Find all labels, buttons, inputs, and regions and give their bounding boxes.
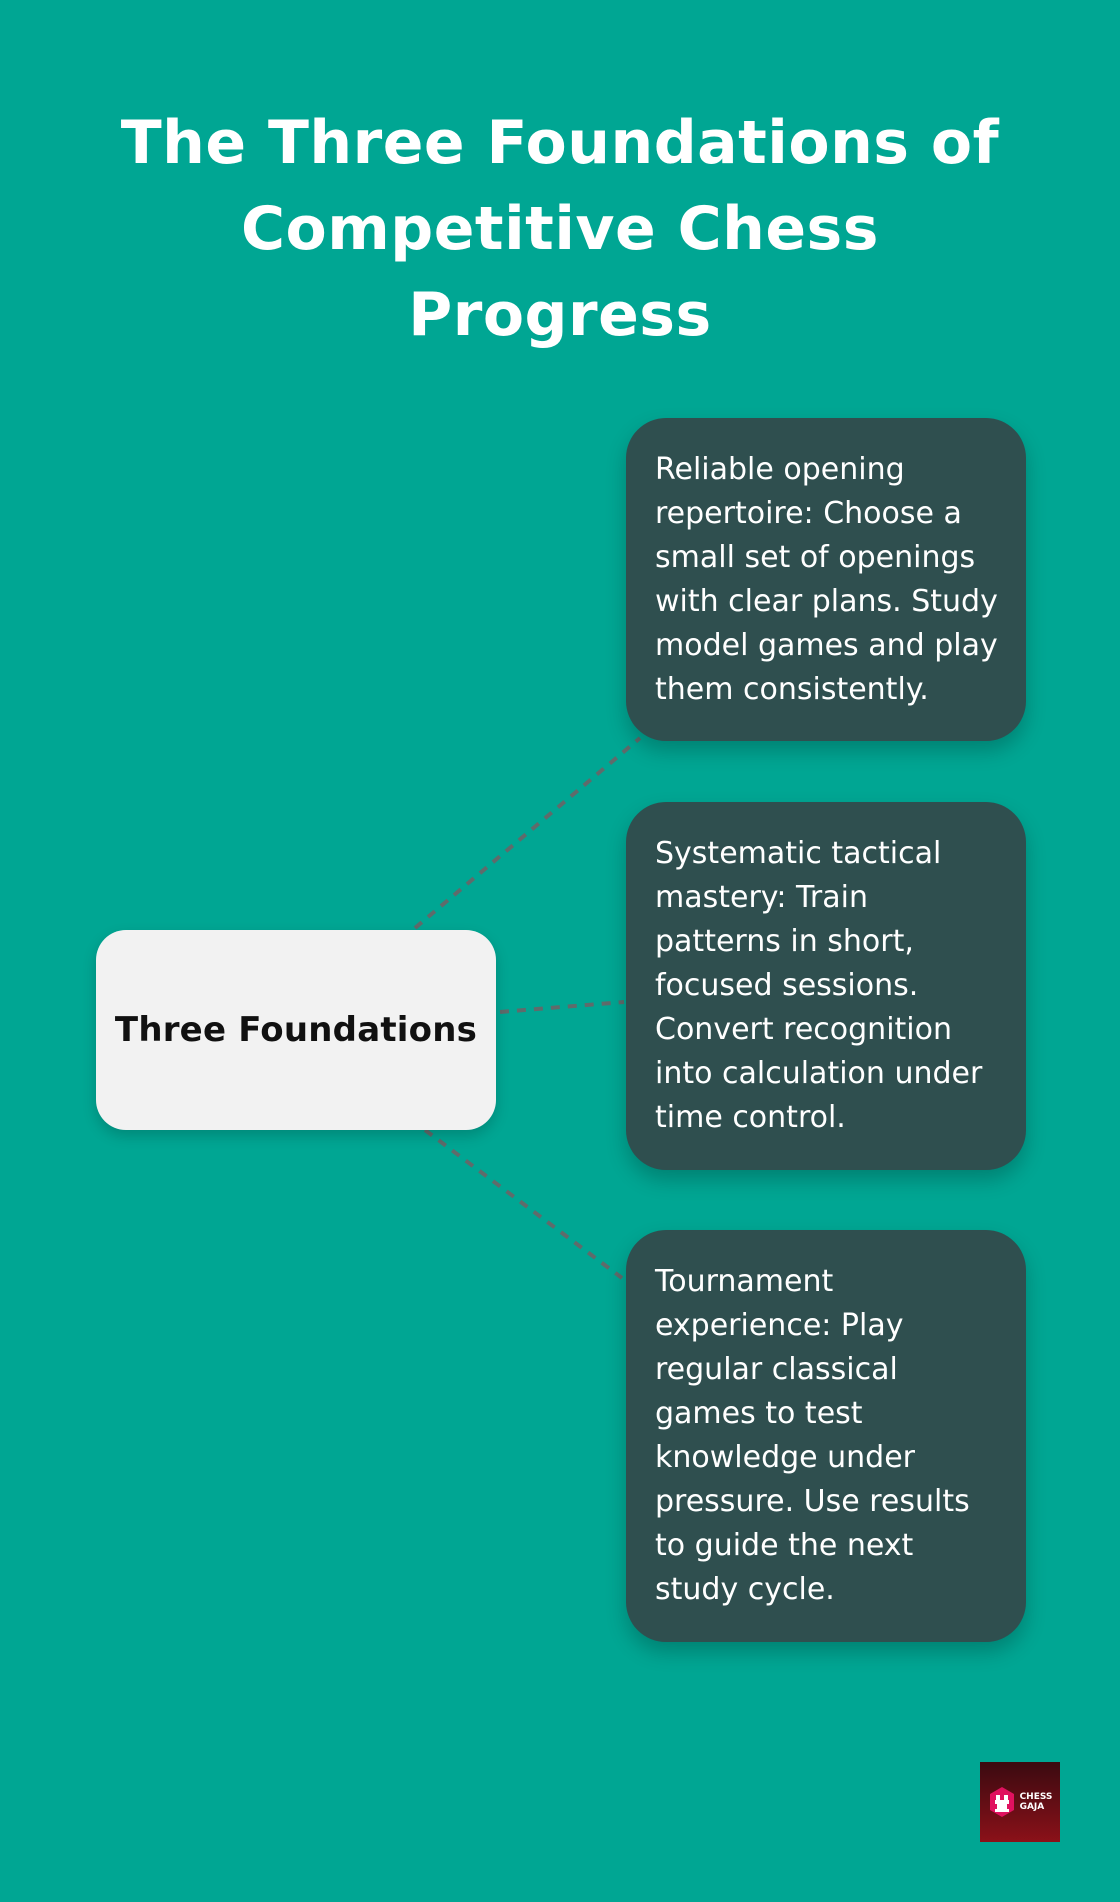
chess-piece-logo-icon (989, 1787, 1014, 1817)
connector-line-3 (423, 1128, 624, 1280)
page-title: The Three Foundations of Competitive Che… (120, 108, 1000, 350)
connector-line-2 (499, 1000, 625, 1014)
logo-line-2: GAJA (1019, 1802, 1045, 1812)
foundation-card-tournament: Tournament experience: Play regular clas… (626, 1230, 1026, 1642)
connector-line-1 (413, 736, 642, 930)
foundation-card-tactics: Systematic tactical mastery: Train patte… (626, 802, 1026, 1170)
logo-wordmark: CHESS GAJA (1020, 1792, 1053, 1812)
foundation-card-opening: Reliable opening repertoire: Choose a sm… (626, 418, 1026, 741)
logo-line-1: CHESS (1019, 1792, 1053, 1802)
hub-label: Three Foundations (114, 1010, 478, 1050)
central-hub-node: Three Foundations (96, 930, 496, 1130)
brand-logo: CHESS GAJA (980, 1762, 1060, 1842)
